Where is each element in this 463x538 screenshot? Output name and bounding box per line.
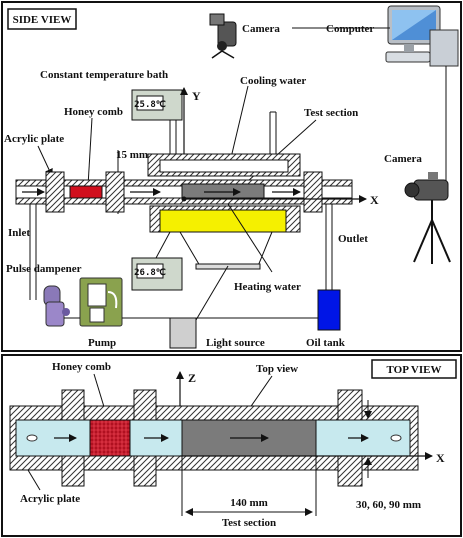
computer-icon — [385, 5, 459, 67]
acrylic-plate-label: Acrylic plate — [4, 133, 64, 145]
side-view-panel: SIDE VIEW Camera Computer Camera — [1, 1, 462, 352]
inlet-label: Inlet — [8, 227, 30, 239]
light-source-label: Light source — [206, 337, 265, 349]
temp-display-1: 25.8℃ — [131, 89, 183, 121]
oil-tank-label: Oil tank — [306, 337, 346, 349]
cooling-water-label: Cooling water — [240, 75, 306, 87]
pulse-dampener-icon — [43, 285, 70, 327]
pulse-dampener-label: Pulse dampener — [6, 263, 82, 275]
pump-icon — [79, 277, 123, 327]
y-axis-label: Y — [192, 89, 201, 103]
honeycomb-top — [89, 419, 131, 457]
outlet-label: Outlet — [338, 233, 368, 245]
side-view-title-box — [7, 8, 77, 30]
camera-right-label: Camera — [384, 153, 422, 165]
side-view-title: SIDE VIEW — [13, 14, 72, 26]
top-view-title: TOP VIEW — [387, 364, 442, 376]
pump-label: Pump — [88, 337, 116, 349]
top-view-label: Top view — [256, 363, 298, 375]
x-axis-label: X — [370, 193, 379, 207]
test-section-side — [181, 183, 265, 199]
length-label: 140 mm — [230, 497, 268, 509]
top-acrylic-plate-label: Acrylic plate — [20, 493, 80, 505]
heating-water-jacket — [159, 209, 287, 233]
top-view-panel: TOP VIEW Z Honey comb Top view X — [1, 354, 462, 537]
light-source-icon — [169, 317, 197, 349]
test-section-label: Test section — [304, 107, 358, 119]
oil-tank-icon — [317, 289, 341, 331]
honey-comb-label: Honey comb — [64, 106, 123, 118]
flange-2 — [105, 171, 125, 213]
flange-1 — [45, 171, 65, 213]
top-view-title-box — [371, 359, 457, 379]
computer-label: Computer — [326, 23, 374, 35]
z-axis-label: Z — [188, 371, 196, 385]
svg-text:25.8℃: 25.8℃ — [134, 99, 166, 110]
svg-text:26.8℃: 26.8℃ — [134, 267, 166, 278]
camera-top-icon — [209, 13, 237, 59]
heating-water-label: Heating water — [234, 281, 301, 293]
temp-display-2: 26.8℃ — [131, 231, 183, 291]
cooling-pipes — [169, 111, 277, 154]
camera-top-label: Camera — [242, 23, 280, 35]
widths-label: 30, 60, 90 mm — [356, 499, 421, 511]
top-x-axis-label: X — [436, 451, 445, 465]
camera-right-icon — [404, 172, 451, 264]
honeycomb-side — [69, 185, 103, 199]
gap-label: 15 mm — [116, 149, 148, 161]
top-test-section-label: Test section — [222, 517, 276, 529]
bath-label: Constant temperature bath — [40, 69, 168, 81]
flange-3 — [303, 171, 323, 213]
top-honey-comb-label: Honey comb — [52, 361, 111, 373]
